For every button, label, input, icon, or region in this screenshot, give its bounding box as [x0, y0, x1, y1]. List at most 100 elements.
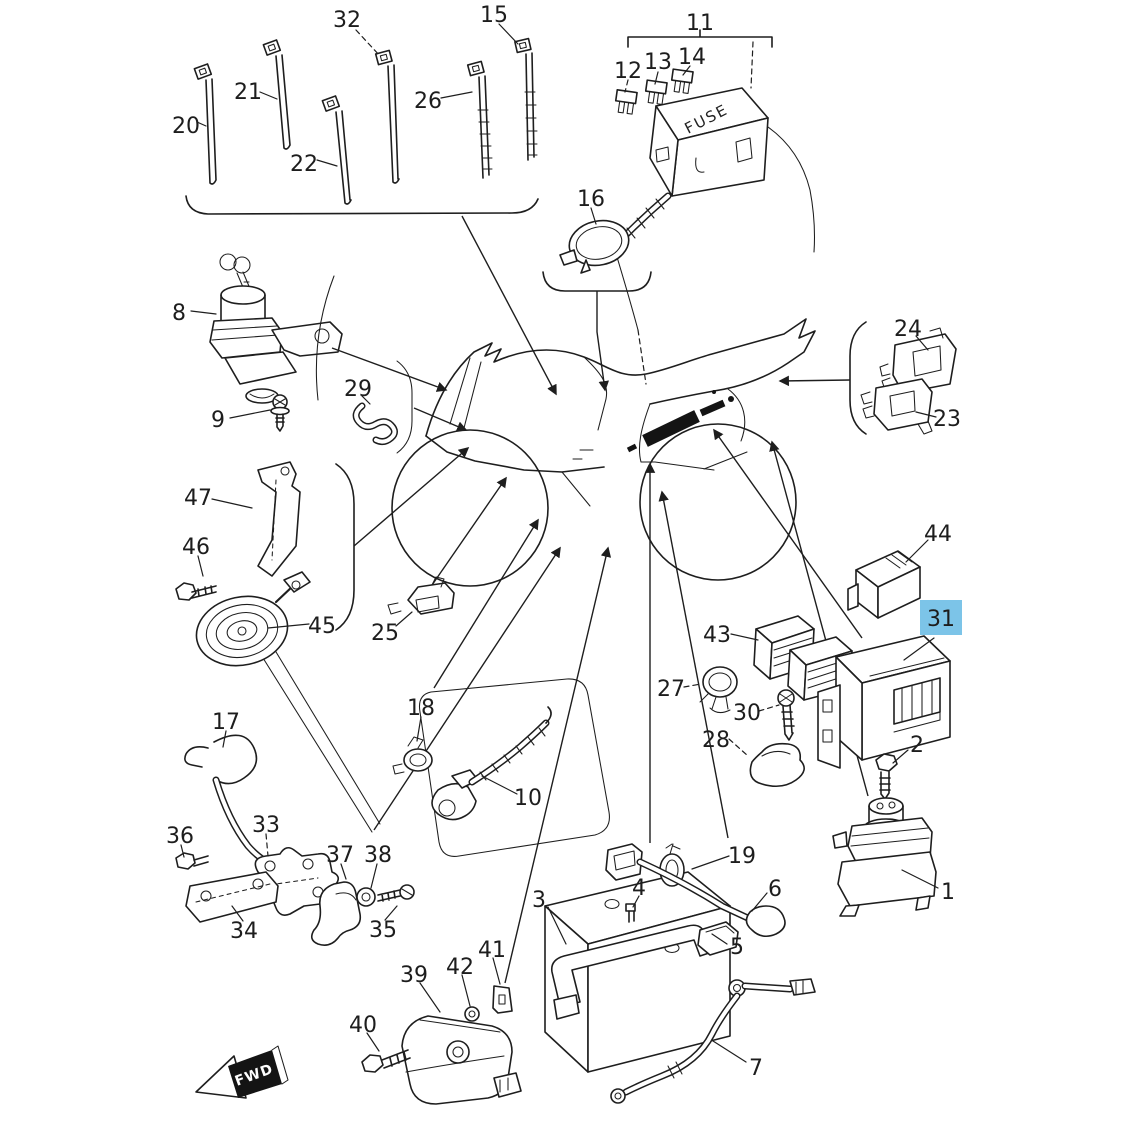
- part-label-38[interactable]: 38: [364, 843, 392, 868]
- regulator-43: [753, 615, 853, 701]
- switch-group-bracket: [418, 678, 610, 857]
- part-label-20[interactable]: 20: [172, 114, 200, 139]
- part-label-33[interactable]: 33: [252, 813, 280, 838]
- part-label-6[interactable]: 6: [768, 877, 782, 902]
- part-label-47[interactable]: 47: [184, 486, 212, 511]
- cable-ties-group: [185, 37, 539, 215]
- screw-35: [377, 884, 415, 902]
- bolt-46: [175, 582, 217, 601]
- part-label-3[interactable]: 3: [532, 888, 546, 913]
- connector-23: [873, 378, 933, 431]
- part-label-1[interactable]: 1: [941, 880, 955, 905]
- connector-bracket-23-24: [849, 321, 957, 435]
- part-label-26[interactable]: 26: [414, 89, 442, 114]
- bracket-47: [257, 461, 301, 577]
- part-label-37[interactable]: 37: [326, 843, 354, 868]
- part-label-9[interactable]: 9: [211, 408, 225, 433]
- bolt-40: [361, 1049, 411, 1073]
- wiring-harness-dark: [626, 390, 734, 453]
- pointer-arrows: [257, 215, 869, 984]
- part-label-22[interactable]: 22: [290, 152, 318, 177]
- starter-cable-7: [610, 978, 816, 1104]
- grommet-42: [464, 1006, 480, 1022]
- part-label-17[interactable]: 17: [212, 710, 240, 735]
- part-label-4[interactable]: 4: [632, 876, 646, 901]
- part-label-32[interactable]: 32: [333, 8, 361, 33]
- part-label-10[interactable]: 10: [514, 786, 542, 811]
- part-label-19[interactable]: 19: [728, 844, 756, 869]
- part-label-30[interactable]: 30: [733, 701, 761, 726]
- part-label-35[interactable]: 35: [369, 918, 397, 943]
- fuse-box-side: [649, 105, 679, 197]
- part-label-39[interactable]: 39: [400, 963, 428, 988]
- bolt-2: [875, 753, 898, 800]
- part-label-29[interactable]: 29: [344, 377, 372, 402]
- part-label-7[interactable]: 7: [749, 1056, 763, 1081]
- sidestand-switch-10: [431, 706, 552, 821]
- battery-group: [544, 843, 816, 1104]
- bolt-36: [175, 852, 209, 870]
- rubber-cover-37: [310, 881, 362, 946]
- bolt-4: [625, 903, 636, 923]
- part-label-42[interactable]: 42: [446, 955, 474, 980]
- screw-30: [777, 689, 795, 741]
- part-label-28[interactable]: 28: [702, 728, 730, 753]
- fuse-box-group: FUSE: [610, 29, 816, 385]
- part-label-27[interactable]: 27: [657, 677, 685, 702]
- part-label-13[interactable]: 13: [644, 50, 672, 75]
- hose-clamp-16: [542, 219, 652, 392]
- part-label-44[interactable]: 44: [924, 522, 952, 547]
- bracket-34: [185, 871, 279, 923]
- part-label-15[interactable]: 15: [480, 3, 508, 28]
- wire-clip-29: [315, 275, 413, 454]
- part-label-45[interactable]: 45: [308, 614, 336, 639]
- screw-9: [270, 394, 290, 432]
- part-label-40[interactable]: 40: [349, 1013, 377, 1038]
- flasher-unit-39: [401, 1015, 522, 1105]
- part-label-41[interactable]: 41: [478, 938, 506, 963]
- ecu-31: [817, 635, 951, 769]
- boot-28: [749, 742, 805, 788]
- battery-strap: [550, 924, 713, 1020]
- part-label-31[interactable]: 31: [927, 607, 955, 632]
- part-label-12[interactable]: 12: [614, 59, 642, 84]
- washer-38: [356, 887, 376, 907]
- part-label-14[interactable]: 14: [678, 45, 706, 70]
- bracket-right: [396, 360, 413, 454]
- part-label-25[interactable]: 25: [371, 621, 399, 646]
- highlight-box-part-31: [920, 600, 962, 635]
- holder-25: [387, 576, 455, 615]
- clamp-16-bracket: [542, 271, 652, 292]
- ignition-coil-1: [832, 797, 937, 917]
- part-label-34[interactable]: 34: [230, 919, 258, 944]
- part-label-2[interactable]: 2: [910, 733, 924, 758]
- part-label-5[interactable]: 5: [730, 935, 744, 960]
- terminal-box: [605, 843, 643, 881]
- leader-lines: [180, 23, 939, 1063]
- clamp-18: [392, 736, 433, 775]
- part-label-16[interactable]: 16: [577, 187, 605, 212]
- part-label-36[interactable]: 36: [166, 824, 194, 849]
- lead-wire-6: [636, 858, 786, 938]
- cable-ties-brace: [185, 195, 539, 215]
- bracket-left: [315, 275, 335, 401]
- part-label-11[interactable]: 11: [686, 11, 714, 36]
- part-label-21[interactable]: 21: [234, 80, 262, 105]
- relay-44: [847, 550, 921, 619]
- part-label-46[interactable]: 46: [182, 535, 210, 560]
- part-label-23[interactable]: 23: [933, 407, 961, 432]
- part-label-8[interactable]: 8: [172, 301, 186, 326]
- part-label-18[interactable]: 18: [407, 696, 435, 721]
- horn-group: [175, 461, 355, 667]
- fuse-group-bracket: [627, 29, 773, 48]
- main-switch-8: [209, 253, 343, 404]
- clamp-27: [699, 666, 738, 714]
- part-label-24[interactable]: 24: [894, 317, 922, 342]
- plate-41: [492, 985, 513, 1014]
- part-label-43[interactable]: 43: [703, 623, 731, 648]
- horn-45: [195, 571, 311, 667]
- motorcycle-outline: [391, 318, 816, 587]
